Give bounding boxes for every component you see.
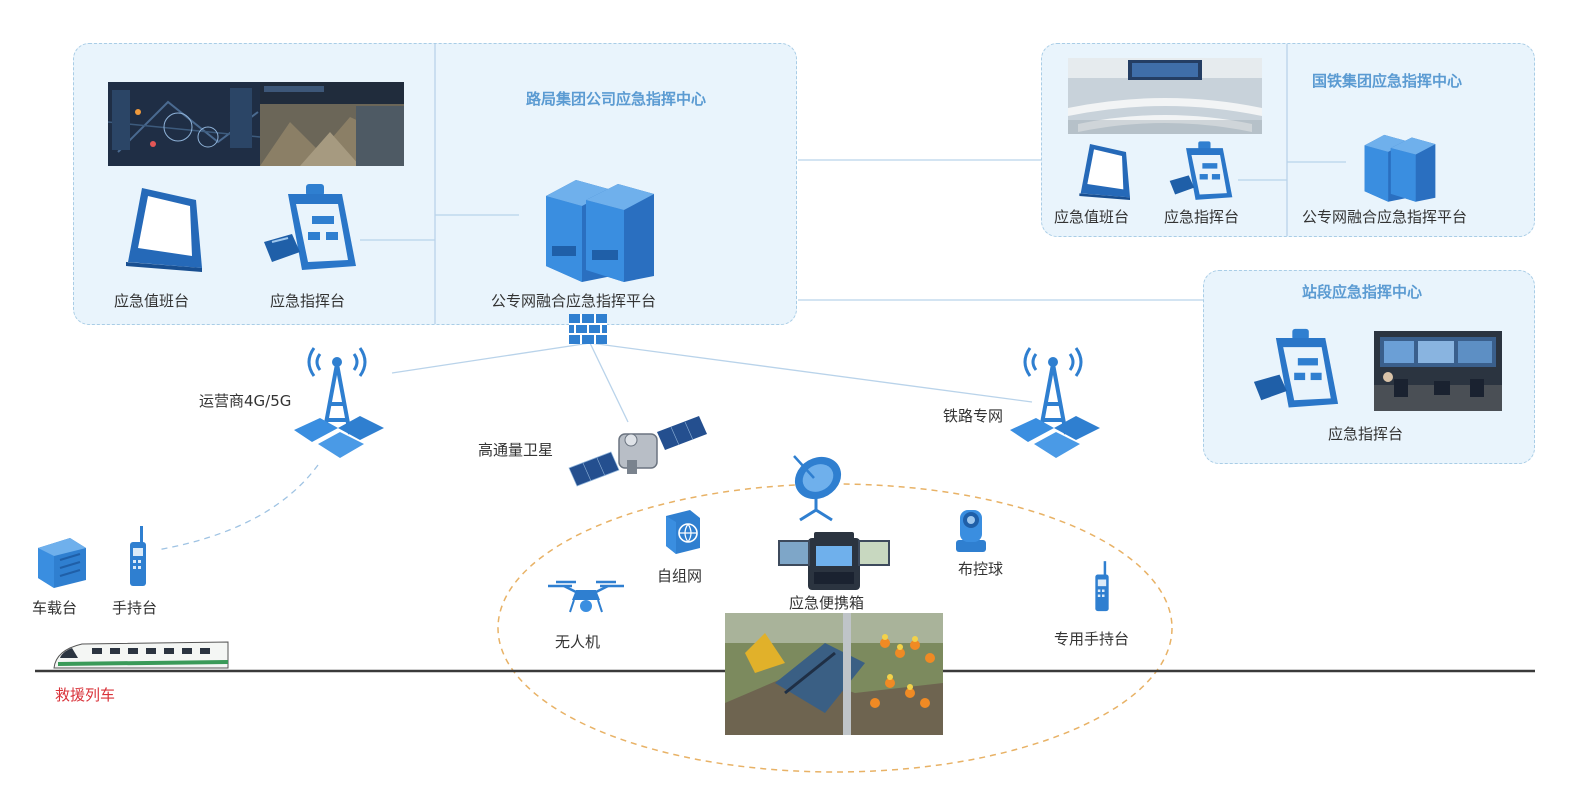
portable-box-icon [778, 532, 890, 592]
dashboard-screenshot [108, 82, 260, 166]
site-video-screenshot [260, 82, 404, 166]
station-room-photo [1374, 331, 1502, 411]
duty-desk-icon [1076, 140, 1132, 200]
carrier-label: 运营商4G/5G [199, 392, 292, 410]
rescue-scene-photo [725, 613, 943, 735]
vehicle-radio-icon [34, 534, 90, 590]
server-icon [1362, 132, 1438, 202]
command-desk-icon [262, 182, 358, 276]
command-desk-icon [1168, 140, 1234, 204]
rescue-train-icon [52, 636, 232, 672]
special-handheld-icon [1092, 556, 1112, 618]
dish-antenna-icon [784, 450, 848, 522]
handheld-radio-label: 手持台 [112, 599, 158, 617]
drone-icon [542, 576, 630, 616]
national-center-panel: 应急值班台 应急指挥台 国铁集团应急指挥中心 公专网融合应急指挥平台 [1041, 43, 1535, 237]
station-command-label: 应急指挥台 [1328, 425, 1404, 443]
link-firewall-satellite [589, 342, 629, 423]
drone-label: 无人机 [555, 633, 601, 651]
portable-box-label: 应急便携箱 [789, 594, 865, 612]
adhoc-network-label: 自组网 [657, 567, 703, 585]
national-command-label: 应急指挥台 [1164, 208, 1240, 226]
link-carrier-handheld [156, 464, 319, 551]
control-room-photo [1068, 58, 1262, 134]
server-icon [542, 176, 658, 282]
panel-divider [1238, 44, 1346, 236]
bureau-command-label: 应急指挥台 [270, 292, 346, 310]
bureau-duty-label: 应急值班台 [114, 292, 190, 310]
adhoc-network-icon [662, 508, 702, 556]
national-platform-label: 公专网融合应急指挥平台 [1302, 208, 1468, 226]
firewall-icon [569, 314, 607, 344]
bureau-platform-label: 公专网融合应急指挥平台 [491, 292, 657, 310]
rescue-train-label: 救援列车 [55, 686, 116, 704]
duty-desk-icon [122, 182, 204, 272]
satellite-icon [567, 410, 709, 490]
vehicle-radio-label: 车载台 [32, 599, 78, 617]
station-center-title: 站段应急指挥中心 [1302, 283, 1423, 301]
handheld-radio-icon [126, 526, 150, 588]
link-firewall-railway [589, 342, 1033, 403]
panel-divider [360, 44, 519, 324]
command-desk-icon [1252, 327, 1340, 413]
special-handheld-label: 专用手持台 [1054, 630, 1130, 648]
station-center-panel: 站段应急指挥中心 应急指挥台 [1203, 270, 1535, 464]
railway-tower-icon [1000, 334, 1106, 466]
national-duty-label: 应急值班台 [1054, 208, 1130, 226]
national-center-title: 国铁集团应急指挥中心 [1312, 72, 1463, 90]
railway-net-label: 铁路专网 [943, 407, 1004, 425]
carrier-tower-icon [284, 334, 390, 466]
link-firewall-carrier [391, 342, 591, 374]
bureau-center-panel: 路局集团公司应急指挥中心 应急值 [73, 43, 797, 325]
bureau-center-title: 路局集团公司应急指挥中心 [526, 90, 707, 108]
satellite-label: 高通量卫星 [478, 441, 554, 459]
ball-camera-icon [954, 502, 988, 552]
ball-camera-label: 布控球 [958, 560, 1004, 578]
